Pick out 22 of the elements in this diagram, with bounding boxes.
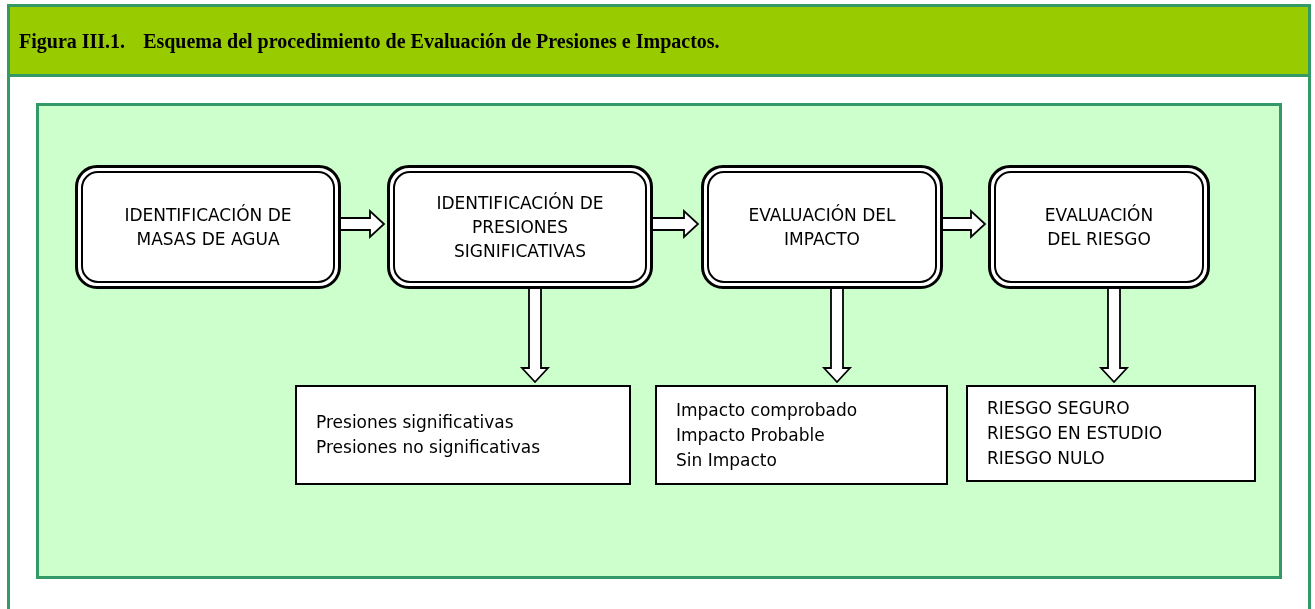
result-box: [295, 385, 631, 485]
figure-number: Figura III.1.: [19, 28, 126, 55]
step-text: EVALUACIÓN DEL IMPACTO: [747, 203, 897, 251]
process-box: [701, 165, 943, 289]
result-text: Impacto Probable: [676, 423, 826, 447]
diagram-panel: [36, 103, 1282, 579]
result-text: RIESGO SEGURO: [987, 397, 1131, 420]
result-text: Impacto comprobado: [676, 398, 859, 422]
result-box: [655, 385, 948, 485]
step-text: EVALUACIÓN DEL RIESGO: [1043, 203, 1155, 251]
step-text: IDENTIFICACIÓN DE MASAS DE AGUA: [123, 203, 293, 251]
process-box: [988, 165, 1210, 289]
result-text: Presiones no significativas: [316, 436, 542, 459]
process-box: [75, 165, 341, 289]
figure-title: Esquema del procedimiento de Evaluación de Presiones e Impactos.: [143, 28, 720, 55]
result-text: Presiones significativas: [316, 411, 515, 434]
process-box: [387, 165, 653, 289]
result-box: [966, 385, 1256, 482]
result-text: Sin Impacto: [676, 448, 778, 472]
step-text: IDENTIFICACIÓN DE PRESIONES SIGNIFICATIVAS: [435, 191, 605, 263]
result-text: RIESGO EN ESTUDIO: [987, 422, 1164, 445]
result-text: RIESGO NULO: [987, 447, 1106, 470]
